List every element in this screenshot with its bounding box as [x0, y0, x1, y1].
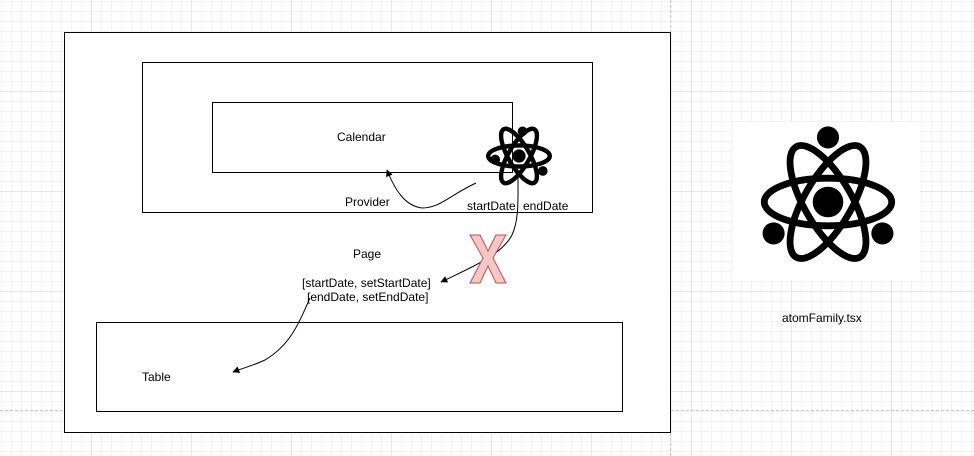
- table-box[interactable]: [96, 322, 623, 412]
- state-start-label: [startDate, setStartDate]: [302, 276, 431, 290]
- calendar-box[interactable]: [212, 102, 513, 173]
- page-label: Page: [353, 247, 382, 261]
- state-end-label: [endDate, setEndDate]: [307, 290, 429, 304]
- atom-family-card[interactable]: [732, 122, 920, 280]
- atom-family-caption: atomFamily.tsx: [782, 311, 862, 325]
- table-label: Table: [142, 370, 171, 384]
- end-date-label: endDate: [523, 199, 569, 213]
- provider-label: Provider: [345, 195, 390, 209]
- calendar-label: Calendar: [337, 130, 386, 144]
- start-date-label: startDate: [467, 199, 516, 213]
